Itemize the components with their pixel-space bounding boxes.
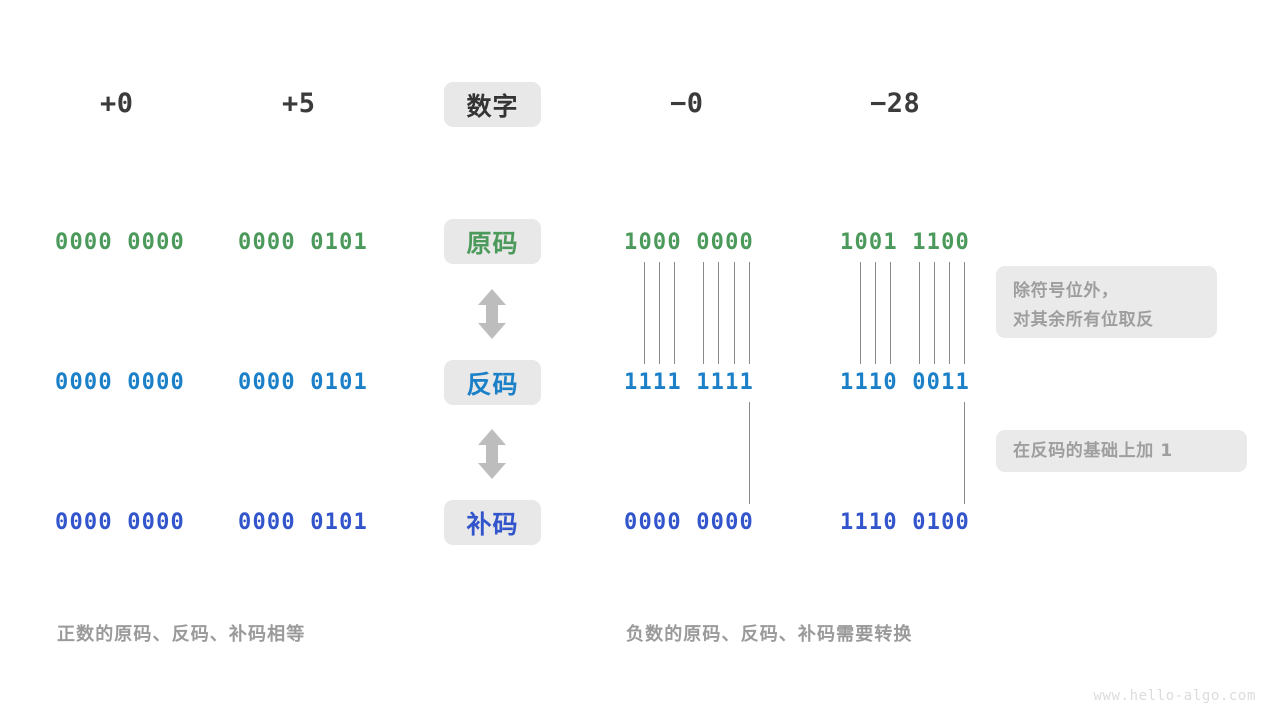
caption-negative: 负数的原码、反码、补码需要转换 <box>626 624 913 645</box>
connector-line <box>749 262 750 364</box>
number-minus-twentyeight: −28 <box>870 88 921 119</box>
connector-line <box>703 262 704 364</box>
connector-line <box>644 262 645 364</box>
row-label-number: 数字 <box>444 82 541 127</box>
bits-sign-magnitude-minus-zero: 1000 0000 <box>624 230 755 255</box>
connector-line <box>674 262 675 364</box>
bits-sign-magnitude-plus-five: 0000 0101 <box>238 230 369 255</box>
bits-ones-complement-minus-zero: 1111 1111 <box>624 370 755 395</box>
connector-line <box>659 262 660 364</box>
connector-line <box>875 262 876 364</box>
caption-positive: 正数的原码、反码、补码相等 <box>57 624 306 645</box>
bits-ones-complement-minus-twentyeight: 1110 0011 <box>840 370 971 395</box>
bits-sign-magnitude-minus-twentyeight: 1001 1100 <box>840 230 971 255</box>
bits-twos-complement-minus-twentyeight: 1110 0100 <box>840 510 971 535</box>
double-arrow-icon-sign-to-ones <box>475 288 509 344</box>
bits-sign-magnitude-plus-zero: 0000 0000 <box>55 230 186 255</box>
connector-line <box>919 262 920 364</box>
note-invert-bits: 除符号位外， 对其余所有位取反 <box>996 266 1217 338</box>
number-minus-zero: −0 <box>670 88 704 119</box>
connector-line <box>964 402 965 504</box>
row-label-sign-magnitude: 原码 <box>444 219 541 264</box>
row-label-twos-complement: 补码 <box>444 500 541 545</box>
watermark: www.hello-algo.com <box>1093 688 1256 704</box>
connector-line <box>718 262 719 364</box>
bits-ones-complement-plus-five: 0000 0101 <box>238 370 369 395</box>
double-arrow-icon-ones-to-twos <box>475 428 509 484</box>
note-invert-bits-line2: 对其余所有位取反 <box>1013 310 1154 330</box>
bits-ones-complement-plus-zero: 0000 0000 <box>55 370 186 395</box>
bits-twos-complement-plus-zero: 0000 0000 <box>55 510 186 535</box>
bits-twos-complement-minus-zero: 0000 0000 <box>624 510 755 535</box>
connector-line <box>934 262 935 364</box>
connector-line <box>964 262 965 364</box>
connector-line <box>749 402 750 504</box>
note-add-one: 在反码的基础上加 1 <box>996 430 1247 472</box>
connector-line <box>734 262 735 364</box>
connector-line <box>860 262 861 364</box>
note-invert-bits-line1: 除符号位外， <box>1013 281 1119 301</box>
bits-twos-complement-plus-five: 0000 0101 <box>238 510 369 535</box>
connector-line <box>890 262 891 364</box>
connector-line <box>949 262 950 364</box>
row-label-ones-complement: 反码 <box>444 360 541 405</box>
number-plus-five: +5 <box>282 88 316 119</box>
number-plus-zero: +0 <box>100 88 134 119</box>
